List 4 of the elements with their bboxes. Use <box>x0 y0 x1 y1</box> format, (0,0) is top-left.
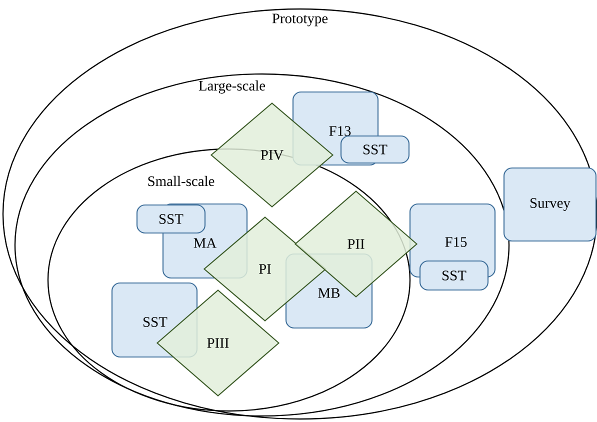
dataset-box: SST <box>136 204 206 234</box>
dataset-box: Survey <box>503 167 597 242</box>
dataset-box: SST <box>340 135 410 164</box>
dataset-box: SST <box>419 260 489 291</box>
